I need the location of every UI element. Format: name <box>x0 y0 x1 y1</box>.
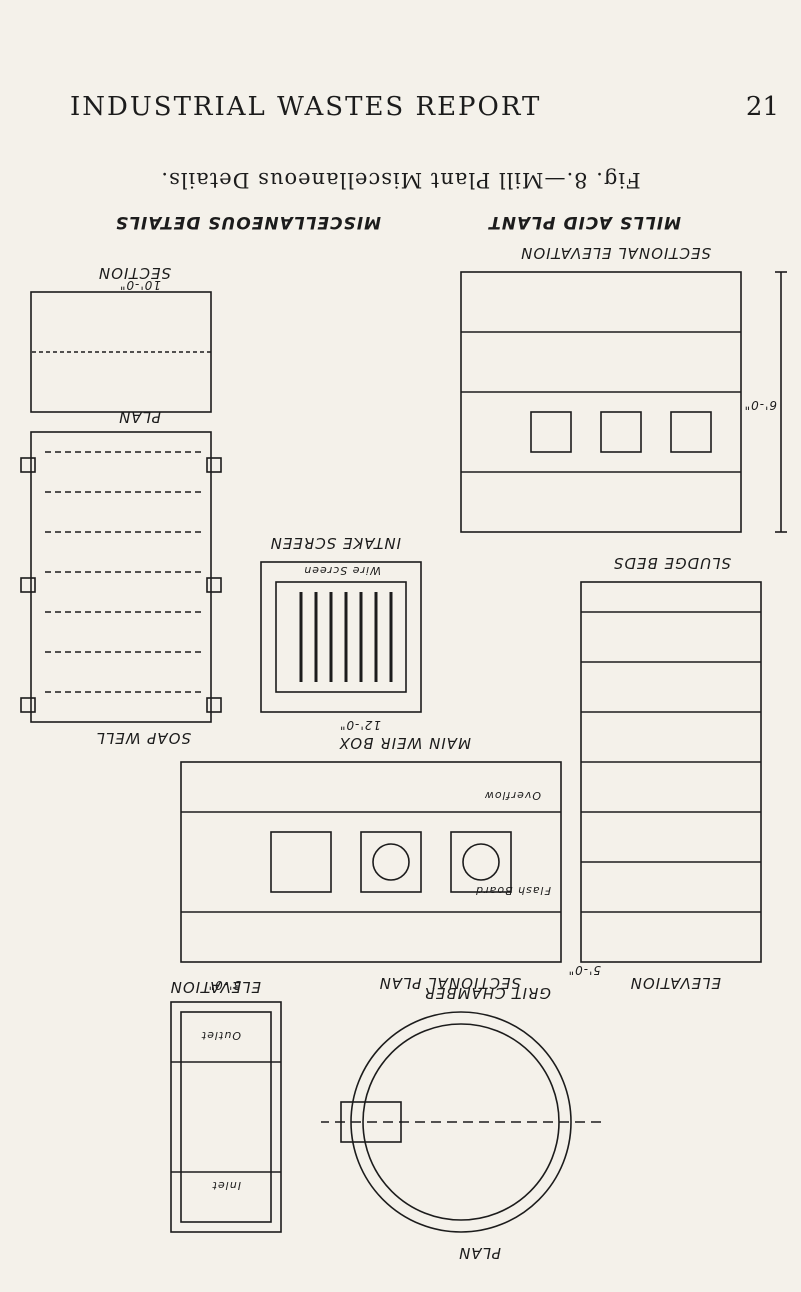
note-n6: Inlet <box>211 1179 241 1192</box>
main-weir-box <box>180 761 562 963</box>
label-elevation: ELEVATION <box>629 974 721 992</box>
note-n4: Overflow <box>483 789 541 802</box>
dim-d2: 10'-0" <box>118 278 161 292</box>
sheet-title-line2: MILLS ACID PLANT <box>488 212 681 232</box>
note-n3: Flash Board <box>475 884 551 897</box>
soap-well-plan <box>30 431 212 723</box>
sludge-bed-section <box>30 291 212 413</box>
dim-d5: 6'-0" <box>743 398 777 412</box>
label-intake-screen: INTAKE SCREEN <box>269 534 401 552</box>
label-acid-plant-elevation: SECTIONAL ELEVATION <box>520 244 711 262</box>
label-sludge-beds: SLUDGE BEDS <box>612 554 731 572</box>
note-n2: Wire Screen <box>303 564 381 577</box>
note-n5: Outlet <box>200 1029 241 1042</box>
figure-caption: Fig. 8.—Mill Plant Miscellaneous Details… <box>160 168 641 192</box>
running-title: INDUSTRIAL WASTES REPORT <box>70 92 542 122</box>
label-soap-well: SOAP WELL <box>95 729 191 747</box>
figure-plate: GRIT CHAMBER ELEVATION PLAN MAIN WEIR BO… <box>0 140 801 1292</box>
sheet-title-line1: MISCELLANEOUS DETAILS <box>114 212 381 232</box>
sludge-bed-plan <box>580 581 762 963</box>
page-number: 21 <box>745 92 779 122</box>
acid-plant-section <box>460 271 742 533</box>
label-plan2: PLAN <box>458 1244 501 1262</box>
dim-d4: 5'-0" <box>567 963 601 977</box>
dim-d6: 3'-0" <box>207 978 241 992</box>
label-main-weir-box: MAIN WEIR BOX <box>338 734 471 752</box>
grit-chamber-elevation <box>170 1001 282 1233</box>
page-header: INDUSTRIAL WASTES REPORT 21 <box>0 92 801 132</box>
engineering-drawing <box>20 271 787 1233</box>
intake-screen-section <box>260 561 422 713</box>
dim-d1: 12'-0" <box>338 718 381 732</box>
label-plan: PLAN <box>118 408 161 426</box>
label-section-plan: SECTIONAL PLAN <box>378 974 521 992</box>
